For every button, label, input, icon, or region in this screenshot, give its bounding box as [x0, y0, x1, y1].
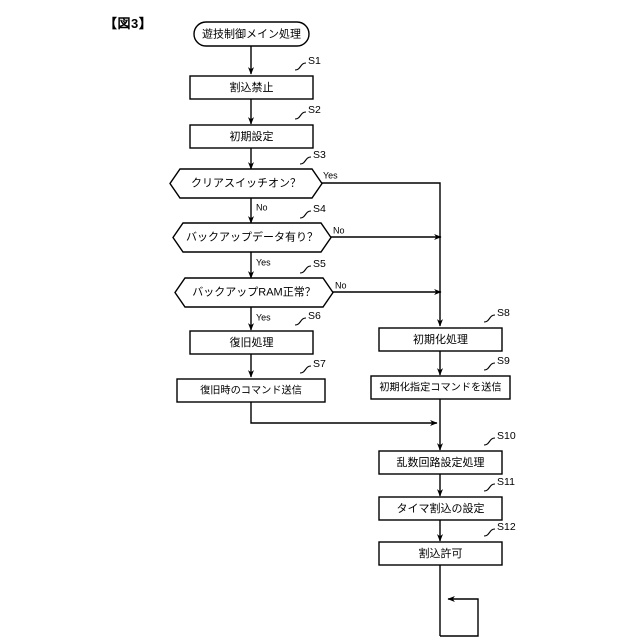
- s2-step-leader: [294, 111, 307, 120]
- s10-step-label: S10: [497, 430, 516, 442]
- s12-step-label: S12: [497, 521, 516, 533]
- s6-shape: [189, 330, 314, 355]
- s3-step-label: S3: [313, 149, 326, 161]
- s9-step-label: S9: [497, 355, 510, 367]
- edge-loop-back: [440, 596, 479, 637]
- figure-title: 【図3】: [104, 16, 153, 31]
- node-s2: 初期設定 S2: [189, 104, 321, 149]
- node-s10: 乱数回路設定処理 S10: [378, 430, 516, 475]
- s3-step-leader: [299, 156, 312, 165]
- s4-step-leader: [299, 210, 312, 219]
- s7-label: 復旧時のコマンド送信: [200, 384, 302, 397]
- s1-step-label: S1: [308, 55, 321, 67]
- s4-no-label: No: [333, 225, 345, 235]
- s3-label: クリアスイッチオン？: [191, 176, 301, 189]
- s12-step-leader: [483, 528, 496, 537]
- node-s6: 復旧処理 S6: [189, 310, 321, 355]
- s7-shape: [176, 378, 326, 403]
- node-s4: バックアップデータ有り？ S4 No Yes: [172, 203, 345, 267]
- start-shape: [193, 21, 310, 47]
- s9-label: 初期化指定コマンドを送信: [379, 381, 501, 394]
- s11-label: タイマ割込の設定: [397, 501, 485, 515]
- s4-shape: [172, 222, 332, 253]
- s5-step-leader: [299, 265, 312, 274]
- s3-no-label: No: [256, 202, 268, 212]
- s1-step-leader: [294, 62, 307, 71]
- node-s5: バックアップRAM正常？ S5 No Yes: [174, 258, 347, 322]
- node-s8: 初期化処理 S8: [378, 307, 510, 352]
- node-s7: 復旧時のコマンド送信 S7: [176, 358, 326, 403]
- s1-shape: [189, 75, 314, 100]
- s8-step-leader: [483, 314, 496, 323]
- node-s1: 割込禁止 S1: [189, 55, 321, 100]
- s9-step-leader: [483, 362, 496, 371]
- s8-step-label: S8: [497, 307, 510, 319]
- s4-label: バックアップデータ有り？: [186, 229, 318, 243]
- s5-no-label: No: [335, 280, 347, 290]
- edge-s7-to-trunk: [250, 402, 438, 426]
- edge-s3-yes-to-s8: [322, 182, 444, 327]
- s12-shape: [378, 541, 503, 566]
- s7-step-leader: [299, 365, 312, 374]
- s1-label: 割込禁止: [230, 80, 274, 94]
- node-s11: タイマ割込の設定 S11: [378, 476, 515, 521]
- s12-label: 割込許可: [419, 546, 463, 560]
- s5-shape: [174, 277, 334, 308]
- s5-yes-label: Yes: [256, 312, 271, 322]
- s4-yes-label: Yes: [256, 257, 271, 267]
- s6-step-label: S6: [308, 310, 321, 322]
- s2-shape: [189, 124, 314, 149]
- s2-step-label: S2: [308, 104, 321, 116]
- s6-step-leader: [294, 317, 307, 326]
- s7-step-label: S7: [313, 358, 326, 370]
- s8-shape: [378, 327, 503, 352]
- s10-shape: [378, 450, 503, 475]
- s3-shape: [169, 168, 323, 199]
- s5-step-label: S5: [313, 258, 326, 270]
- s10-step-leader: [483, 437, 496, 446]
- s11-shape: [378, 496, 503, 521]
- s10-label: 乱数回路設定処理: [397, 455, 485, 469]
- node-s9: 初期化指定コマンドを送信 S9: [370, 355, 511, 400]
- node-s12: 割込許可 S12: [378, 521, 516, 566]
- s11-step-leader: [483, 483, 496, 492]
- s8-label: 初期化処理: [413, 332, 468, 346]
- s6-label: 復旧処理: [230, 336, 274, 349]
- s11-step-label: S11: [497, 476, 515, 488]
- s5-label: バックアップRAM正常？: [192, 285, 315, 298]
- s9-shape: [370, 375, 511, 400]
- node-s3: クリアスイッチオン？ S3 Yes No: [169, 149, 338, 212]
- s2-label: 初期設定: [230, 129, 274, 143]
- node-start: 遊技制御メイン処理: [193, 21, 310, 47]
- start-label: 遊技制御メイン処理: [202, 26, 301, 40]
- s3-yes-label: Yes: [323, 170, 338, 180]
- s4-step-label: S4: [313, 203, 326, 215]
